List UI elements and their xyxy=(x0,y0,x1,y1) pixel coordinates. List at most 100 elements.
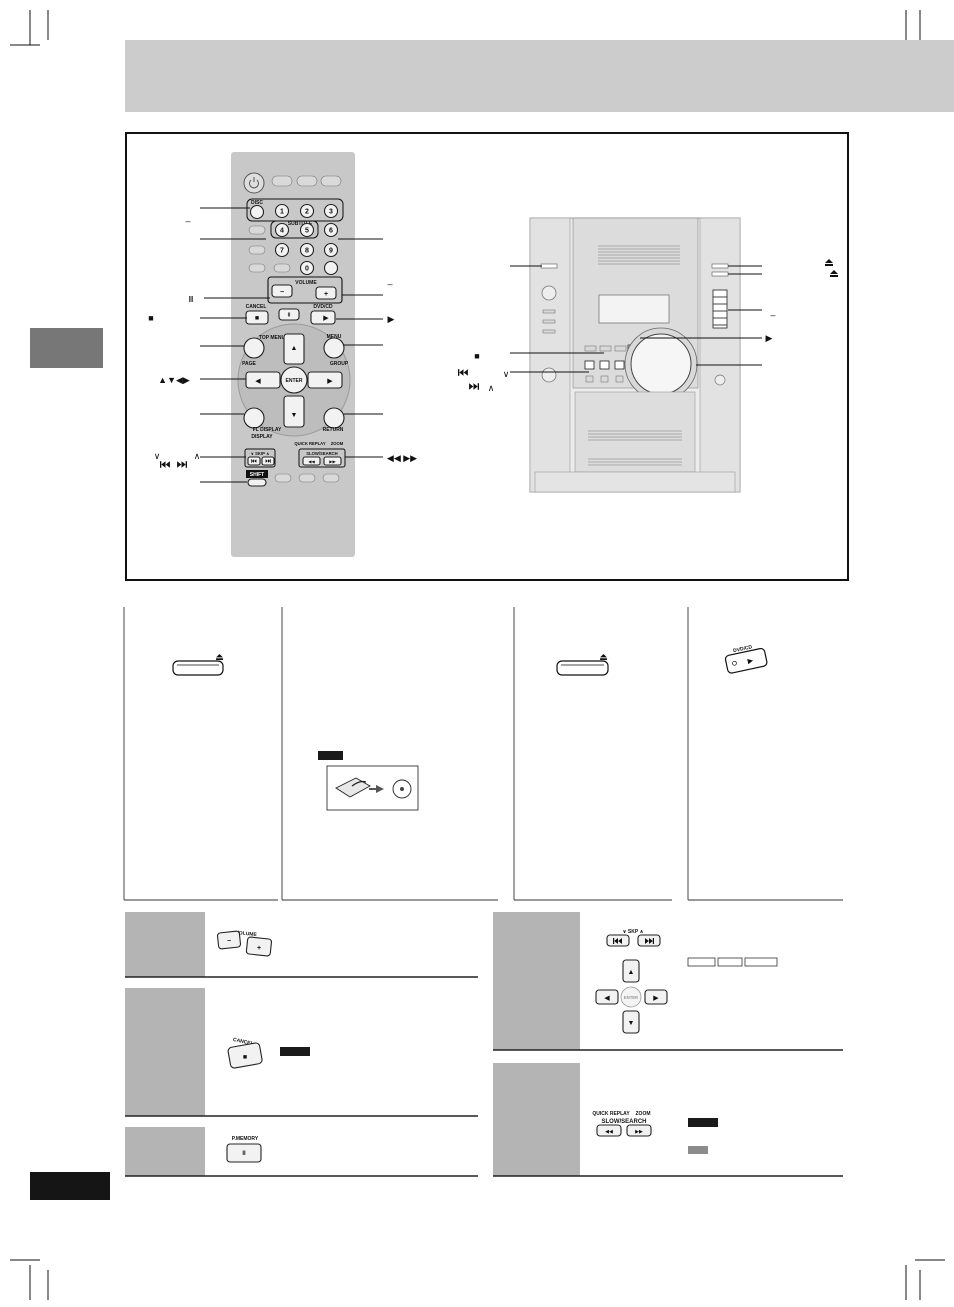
volume-down-button[interactable] xyxy=(271,284,293,298)
cursor-up-button[interactable] xyxy=(283,333,305,365)
pause-icon: II xyxy=(242,1151,246,1157)
unit-callout-dash: – xyxy=(770,310,775,320)
number-button-3[interactable] xyxy=(323,203,339,219)
panel-c-eject-button[interactable] xyxy=(556,660,609,676)
return-button[interactable] xyxy=(323,407,345,429)
subtitle-label: SUBTITLE xyxy=(288,221,313,227)
unit-side-button-1[interactable] xyxy=(542,309,556,314)
unit-side-button-3[interactable] xyxy=(542,329,556,334)
number-button-9[interactable] xyxy=(323,242,339,258)
side-button-1[interactable] xyxy=(248,225,266,235)
panel-a-eject-button[interactable] xyxy=(172,660,224,676)
number-button-7[interactable] xyxy=(274,242,290,258)
main-unit xyxy=(529,217,741,493)
step-zoom-label: ZOOM xyxy=(636,1111,651,1117)
number-button-10plus[interactable] xyxy=(323,260,339,276)
unit-knob-top[interactable] xyxy=(541,285,557,301)
unit-small-button-2[interactable] xyxy=(600,375,609,383)
unit-small-button-3[interactable] xyxy=(615,375,624,383)
callout-dash-left: – xyxy=(185,216,190,226)
step-skip-label: ∨ SKP ∧ xyxy=(622,929,643,935)
fl-display-button[interactable] xyxy=(243,407,265,429)
disc-label: DISC xyxy=(251,200,263,206)
number-button-4[interactable] xyxy=(274,222,290,238)
number-button-1[interactable] xyxy=(274,203,290,219)
lower-button-3[interactable] xyxy=(322,473,340,483)
shift-button[interactable] xyxy=(247,478,267,487)
step-volume-down-button[interactable] xyxy=(216,930,242,950)
step-enter-button[interactable] xyxy=(620,986,642,1008)
arrow-left-icon: ◀ xyxy=(255,378,261,385)
step-cursor-left-button[interactable] xyxy=(595,989,619,1005)
dvdcd-play-button[interactable] xyxy=(310,310,336,325)
unit-eject-button-2[interactable] xyxy=(711,271,729,277)
step-search-forward-button[interactable] xyxy=(626,1124,652,1137)
cursor-down-button[interactable] xyxy=(283,395,305,428)
number-button-0[interactable] xyxy=(299,260,315,276)
step-volume-label: VOLUME xyxy=(235,930,258,938)
number-button-2[interactable] xyxy=(299,203,315,219)
return-label: RETURN xyxy=(323,427,344,433)
power-button[interactable] xyxy=(243,172,265,194)
step-cursor-up-button[interactable] xyxy=(622,959,640,983)
step-cancel-button[interactable] xyxy=(227,1042,263,1069)
slow-search-label: SLOW/SEARCH xyxy=(306,451,337,456)
side-button-4[interactable] xyxy=(273,263,291,273)
unit-skip-back-button[interactable] xyxy=(584,360,595,370)
volume-up-button[interactable] xyxy=(315,286,337,300)
lower-button-1[interactable] xyxy=(274,473,292,483)
cancel-label: CANCEL xyxy=(246,304,267,310)
menu-group-button[interactable] xyxy=(323,337,345,359)
search-rewind-button[interactable] xyxy=(302,456,321,466)
enter-button[interactable] xyxy=(280,366,308,394)
unit-stop-button[interactable] xyxy=(599,360,610,370)
search-forward-button[interactable] xyxy=(323,456,342,466)
pause-button[interactable] xyxy=(278,308,300,321)
step-cursor-right-button[interactable] xyxy=(644,989,668,1005)
instruction-panels: DVD/CD ▶ xyxy=(123,607,843,901)
side-button-3[interactable] xyxy=(248,263,266,273)
step-pause-button[interactable] xyxy=(226,1143,262,1163)
skip-label: ∨ SKIP ∧ xyxy=(251,451,270,456)
rewind-icon: ◀◀ xyxy=(308,459,315,464)
unit-row-button-3[interactable] xyxy=(614,345,627,352)
number-0-label: 0 xyxy=(305,266,309,273)
callout-skip-up: ∧ xyxy=(194,451,201,461)
step-search-rewind-button[interactable] xyxy=(596,1124,622,1137)
unit-knob-bottom[interactable] xyxy=(541,367,557,383)
unit-base xyxy=(534,471,736,493)
lower-button-2[interactable] xyxy=(298,473,316,483)
cursor-right-button[interactable] xyxy=(307,371,343,389)
step-skip-outline-box-1 xyxy=(687,957,716,967)
step-skip: ∨ SKP ∧ ▲ ▼ ◀ ▶ ENTER xyxy=(493,912,843,1051)
unit-side-button-2[interactable] xyxy=(542,319,556,324)
panel-d-dvdcd-button[interactable]: DVD/CD ▶ xyxy=(724,642,768,674)
top-button-3[interactable] xyxy=(320,175,342,187)
number-button-5[interactable] xyxy=(299,222,315,238)
unit-small-button-1[interactable] xyxy=(585,375,594,383)
unit-disc-selector[interactable] xyxy=(712,289,728,329)
unit-skip-forward-button[interactable] xyxy=(614,360,625,370)
unit-lower-panel xyxy=(574,391,696,473)
number-9-label: 9 xyxy=(329,248,333,255)
step-volume-up-button[interactable] xyxy=(245,936,273,957)
step-cursor-down-button[interactable] xyxy=(622,1010,640,1034)
unit-volume-dial[interactable] xyxy=(630,333,692,395)
unit-row-button-2[interactable] xyxy=(599,345,612,352)
step-slow-search-label: SLOW/SEARCH xyxy=(602,1119,647,1125)
side-button-2[interactable] xyxy=(248,245,266,255)
top-button-1[interactable] xyxy=(271,175,293,187)
step-volume-up-symbol: + xyxy=(257,945,261,952)
number-button-6[interactable] xyxy=(323,222,339,238)
number-button-8[interactable] xyxy=(299,242,315,258)
display-label: DISPLAY xyxy=(251,434,273,440)
unit-disc-button[interactable] xyxy=(540,263,558,269)
disc-button[interactable] xyxy=(249,204,265,220)
cursor-left-button[interactable] xyxy=(245,371,281,389)
callout-search: ◀◀ ▶▶ xyxy=(387,453,417,463)
unit-row-button-1[interactable] xyxy=(584,345,597,352)
stop-icon: ■ xyxy=(255,315,259,322)
top-button-2[interactable] xyxy=(296,175,318,187)
top-menu-page-button[interactable] xyxy=(243,337,265,359)
unit-eject-button-1[interactable] xyxy=(711,263,729,269)
